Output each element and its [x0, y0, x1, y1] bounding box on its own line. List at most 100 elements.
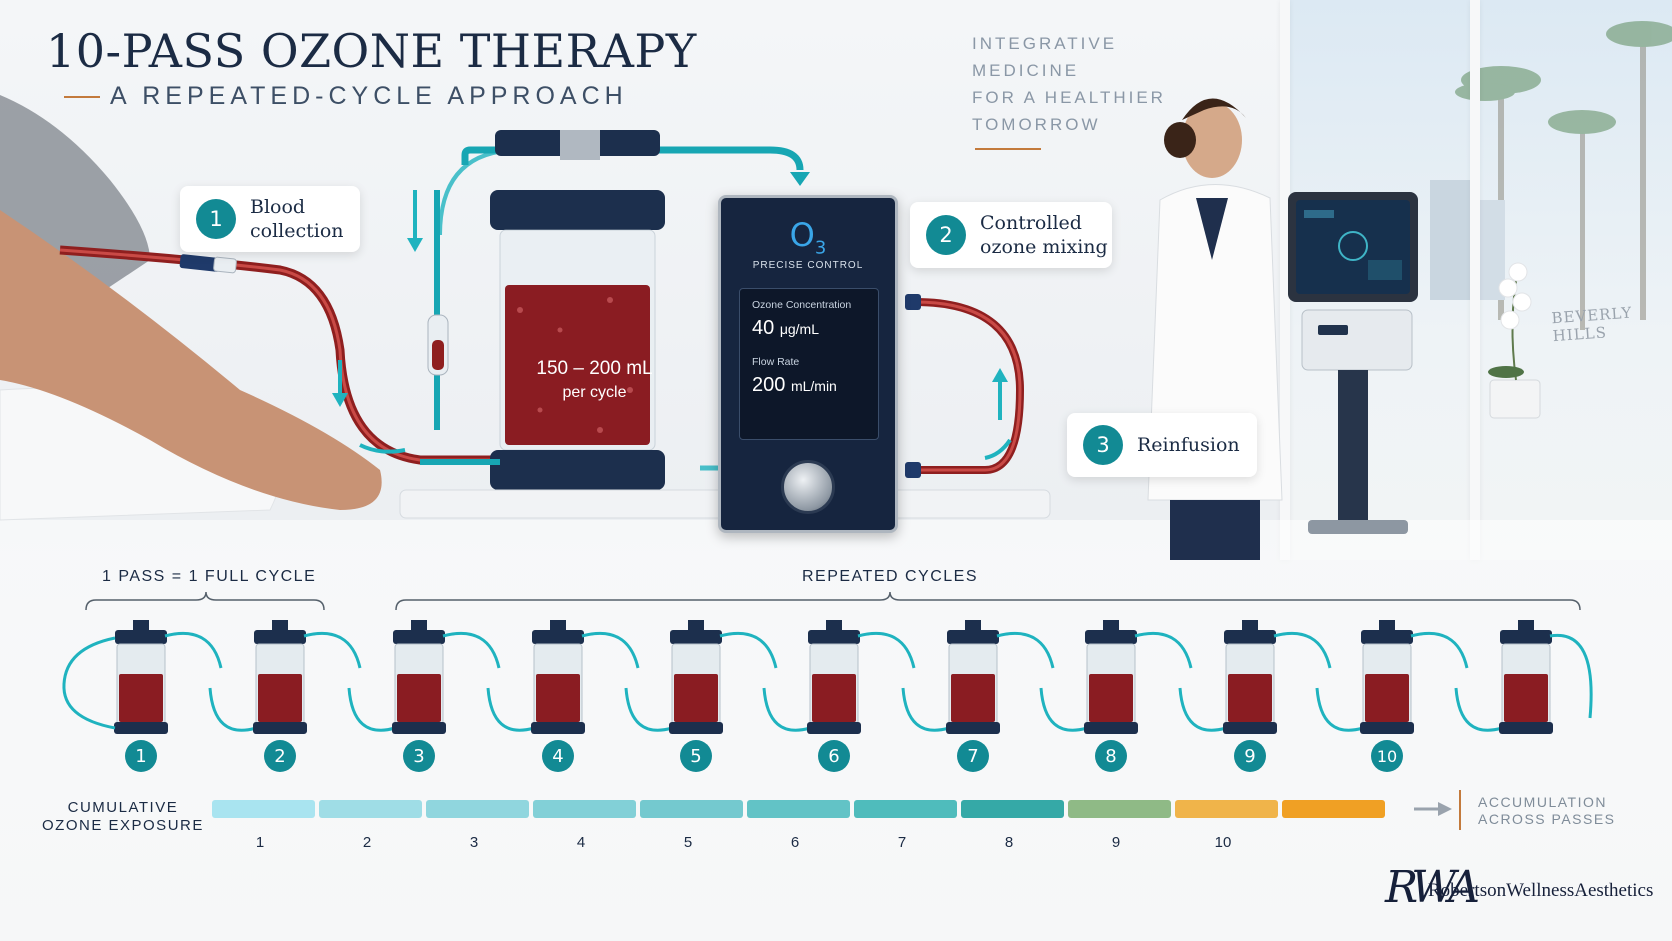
vessel-volume: 150 – 200 mL [536, 358, 653, 379]
cycle-number-badge: 10 [1371, 740, 1403, 772]
orchid-plant [1488, 262, 1541, 419]
step-callout-1: 1 Blood collection [180, 186, 360, 252]
page-title: 10-PASS OZONE THERAPY [46, 24, 697, 78]
brand-monogram-logo: RWA [1385, 862, 1480, 913]
exposure-tick-label: 9 [1111, 834, 1121, 851]
step-callout-2: 2 Controlled ozone mixing [910, 202, 1112, 268]
exposure-tick-label: 1 [255, 834, 265, 851]
window-frame [1280, 0, 1290, 560]
exposure-tick-label: 3 [469, 834, 479, 851]
flow-arrow [442, 631, 535, 732]
tagline-rule [975, 148, 1041, 150]
step-number-badge: 1 [196, 199, 236, 239]
exposure-segment [212, 800, 315, 818]
cycle-vessel [253, 620, 307, 734]
cycle-number-badge: 4 [542, 740, 574, 772]
step-callout-3: 3 Reinfusion [1067, 413, 1257, 477]
concentration-value: 40 [752, 317, 775, 339]
brand-name: RobertsonWellnessAesthetics [1428, 880, 1654, 901]
flow-arrow [719, 631, 811, 732]
monitor-cart [1288, 192, 1418, 534]
exposure-segment [961, 800, 1064, 818]
cycle-vessel [669, 620, 723, 734]
single-pass-label: 1 PASS = 1 FULL CYCLE [102, 568, 317, 585]
cycle-vessel [392, 620, 446, 734]
exposure-tick-label: 7 [897, 834, 907, 851]
concentration-label: Ozone Concentration [752, 299, 852, 311]
flow-label: Flow Rate [752, 356, 800, 368]
palm-trees-illustration [1430, 21, 1672, 330]
exposure-segment [533, 800, 636, 818]
cumulative-exposure-label: CUMULATIVE OZONE EXPOSURE [42, 799, 204, 834]
flow-arrow [303, 631, 396, 732]
flow-arrow [996, 631, 1088, 732]
exposure-tick-label: 8 [1004, 834, 1014, 851]
cycle-number-badge: 8 [1095, 740, 1127, 772]
flow-arrow [1134, 631, 1227, 732]
exposure-segment [1068, 800, 1171, 818]
exposure-segment [319, 800, 422, 818]
cycle-vessel [807, 620, 861, 734]
device-screen: Ozone Concentration 40 μg/mL Flow Rate 2… [739, 288, 879, 440]
concentration-unit: μg/mL [779, 321, 820, 337]
flow-arrow [857, 631, 950, 732]
exposure-tick-label: 6 [790, 834, 800, 851]
cycle-vessel [1223, 620, 1277, 734]
flow-value: 200 [752, 374, 786, 396]
cycle-vessel [114, 620, 168, 734]
accumulation-label: ACCUMULATION ACROSS PASSES [1478, 794, 1616, 827]
step-label: Controlled ozone mixing [980, 212, 1108, 258]
concentration-readout: 40 μg/mL [752, 317, 866, 340]
o3-logo: O3 [721, 216, 895, 258]
flow-readout: 200 mL/min [752, 374, 866, 397]
cycle-vessel [1360, 620, 1414, 734]
cycle-vessel [1084, 620, 1138, 734]
cycle-number-badge: 6 [818, 740, 850, 772]
cycle-number-badge: 3 [403, 740, 435, 772]
step-number-badge: 2 [926, 215, 966, 255]
cycle-number-badge: 2 [264, 740, 296, 772]
exposure-segment [747, 800, 850, 818]
exposure-segment [426, 800, 529, 818]
flow-arrow [1410, 631, 1503, 732]
cycle-number-badge: 9 [1234, 740, 1266, 772]
subtitle-text: A REPEATED-CYCLE APPROACH [110, 82, 628, 110]
exposure-tick-label: 5 [683, 834, 693, 851]
exposure-tick-label: 2 [362, 834, 372, 851]
accumulation-rule [1459, 790, 1461, 830]
repeated-cycles-label: REPEATED CYCLES [802, 568, 979, 585]
exposure-segment [1175, 800, 1278, 818]
control-knob[interactable] [781, 460, 835, 514]
arrow-right-icon [1414, 802, 1452, 816]
flow-arrow [1273, 631, 1364, 732]
step-label: Reinfusion [1137, 434, 1240, 456]
tagline: INTEGRATIVE MEDICINE FOR A HEALTHIER TOM… [972, 34, 1166, 134]
cycle-number-badge: 1 [125, 740, 157, 772]
cycle-vessel [946, 620, 1000, 734]
cycle-number-badge: 7 [957, 740, 989, 772]
subtitle-rule [64, 96, 100, 99]
step-number-badge: 3 [1083, 425, 1123, 465]
cycle-vessel [531, 620, 585, 734]
cycle-vessel [1499, 620, 1553, 734]
clinician-figure [1147, 98, 1283, 560]
step-label: Blood collection [250, 196, 344, 242]
exposure-tick-label: 4 [576, 834, 586, 851]
exposure-segment [1282, 800, 1385, 818]
page-subtitle: A REPEATED-CYCLE APPROACH [64, 82, 628, 111]
cycles-illustration [62, 591, 1593, 734]
vessel-unit-label: per cycle [562, 384, 627, 401]
flow-arrow [1549, 633, 1593, 719]
exposure-segment [640, 800, 743, 818]
vessel-label: 150 – 200 mL per cycle [512, 357, 677, 405]
exposure-segment [854, 800, 957, 818]
flow-arrow [62, 636, 116, 730]
exposure-tick-label: 10 [1214, 834, 1232, 851]
flow-arrow [581, 631, 673, 732]
window-frame [1470, 0, 1480, 560]
flow-unit: mL/min [790, 378, 837, 394]
o3-logo-letter: O [789, 216, 815, 254]
ozone-control-device: O3 PRECISE CONTROL Ozone Concentration 4… [718, 195, 898, 533]
o3-logo-subscript: 3 [814, 237, 827, 259]
flow-arrow [164, 631, 257, 732]
